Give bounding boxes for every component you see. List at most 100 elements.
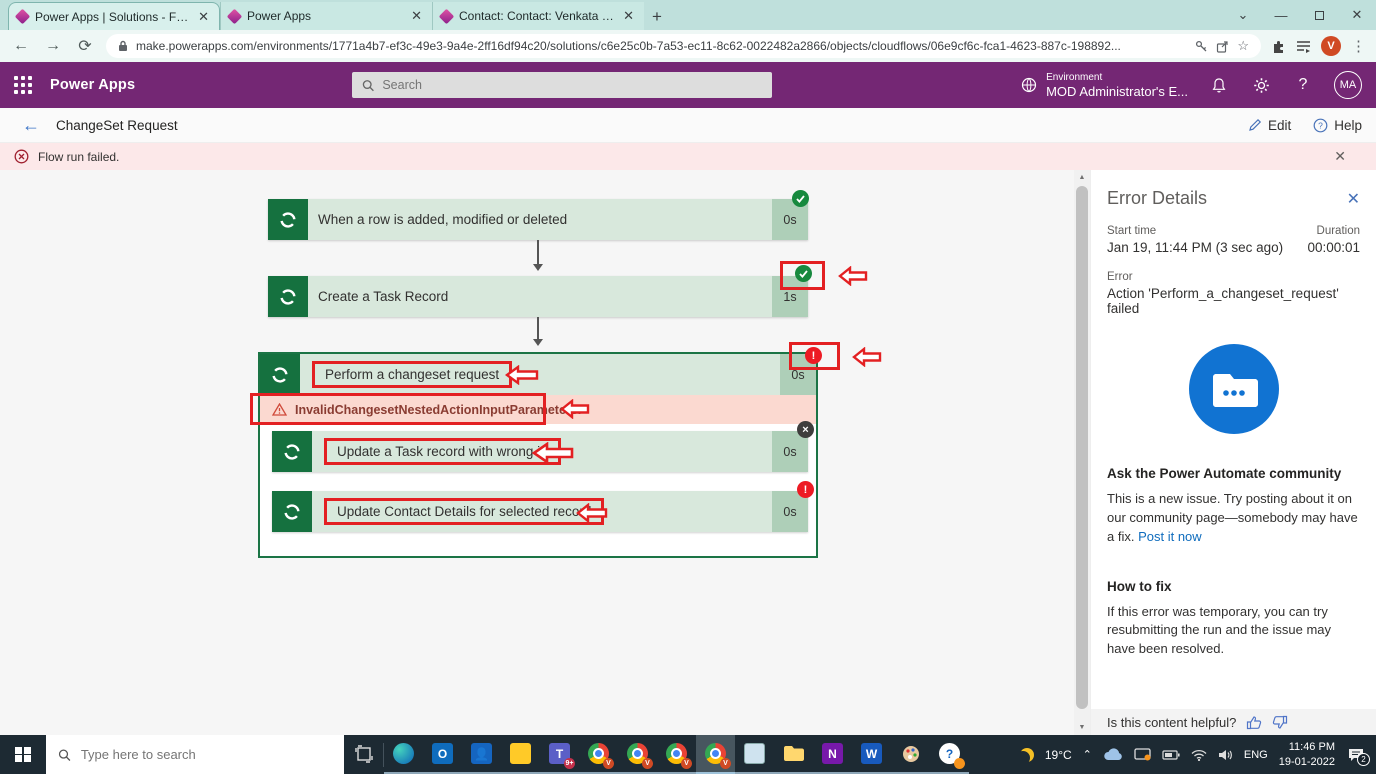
browser-tab-3[interactable]: Contact: Contact: Venkata Subba ✕ — [432, 2, 644, 30]
browser-tab-1[interactable]: Power Apps | Solutions - Flows ✕ — [8, 2, 220, 30]
chrome-icon-active[interactable]: V — [696, 735, 735, 774]
environment-label: Environment — [1046, 71, 1103, 83]
new-tab-button[interactable]: + — [652, 7, 662, 26]
node-title: When a row is added, modified or deleted — [318, 212, 568, 227]
weather-moon-icon[interactable] — [1020, 748, 1034, 762]
scrollbar-up-arrow[interactable]: ▲ — [1078, 174, 1086, 181]
battery-icon[interactable] — [1162, 749, 1180, 760]
media-playlist-icon[interactable] — [1296, 40, 1311, 53]
notifications-bell-icon[interactable] — [1208, 77, 1230, 94]
people-icon[interactable]: 👤 — [462, 735, 501, 774]
help-button[interactable]: ? Help — [1313, 118, 1362, 133]
environment-globe-icon — [1021, 77, 1037, 93]
sticky-notes-icon[interactable] — [501, 735, 540, 774]
help-question-icon[interactable]: ? — [1298, 76, 1308, 93]
word-icon[interactable]: W — [852, 735, 891, 774]
panel-close-icon[interactable]: ✕ — [1346, 190, 1360, 208]
get-help-icon[interactable]: ? — [930, 735, 969, 774]
url-text: make.powerapps.com/environments/1771a4b7… — [136, 39, 1121, 53]
browser-tabbar: Power Apps | Solutions - Flows ✕ Power A… — [0, 0, 1376, 30]
volume-icon[interactable] — [1218, 749, 1233, 761]
panel-title: Error Details — [1107, 188, 1208, 208]
flow-failed-banner: Flow run failed. ✕ — [0, 143, 1376, 170]
back-arrow-icon[interactable]: ← — [22, 114, 40, 135]
start-button[interactable] — [0, 735, 46, 774]
app-search-box[interactable] — [352, 72, 772, 98]
notepad-icon[interactable] — [735, 735, 774, 774]
extensions-puzzle-icon[interactable] — [1271, 39, 1286, 54]
node-duration: 0s — [772, 431, 808, 472]
scrollbar-thumb[interactable] — [1076, 186, 1088, 709]
tab-close-icon[interactable]: ✕ — [411, 8, 422, 23]
app-search-input[interactable] — [382, 78, 762, 92]
annotation-box — [250, 393, 546, 425]
address-bar[interactable]: make.powerapps.com/environments/1771a4b7… — [106, 34, 1261, 58]
annotation-arrow-icon — [532, 442, 574, 464]
edge-icon[interactable] — [384, 735, 423, 774]
warning-triangle-icon — [272, 403, 287, 416]
scrollbar-down-arrow[interactable]: ▼ — [1078, 724, 1086, 731]
chrome-icon-2[interactable]: V — [618, 735, 657, 774]
taskbar-search-input[interactable] — [80, 747, 332, 762]
node-duration: 0s — [772, 491, 808, 532]
chrome-icon-3[interactable]: V — [657, 735, 696, 774]
app-brand: Power Apps — [50, 77, 136, 93]
annotation-arrow-icon — [852, 347, 882, 367]
forward-button[interactable]: → — [45, 37, 61, 54]
outlook-icon[interactable]: O — [423, 735, 462, 774]
wireless-display-icon[interactable] — [1134, 748, 1151, 761]
tab-search-chevron-icon[interactable]: ⌄ — [1237, 7, 1249, 22]
annotation-arrow-icon — [560, 399, 590, 419]
canvas-scrollbar[interactable]: ▲ ▼ — [1074, 170, 1090, 735]
chrome-icon-1[interactable]: V — [579, 735, 618, 774]
back-button[interactable]: ← — [13, 37, 29, 54]
dataverse-icon — [268, 276, 308, 317]
environment-picker[interactable]: Environment MOD Administrator's E... — [1020, 72, 1188, 99]
browser-tab-2[interactable]: Power Apps ✕ — [220, 2, 432, 30]
bookmark-star-icon[interactable]: ☆ — [1237, 38, 1249, 53]
password-key-icon[interactable] — [1195, 40, 1208, 53]
taskbar-search-box[interactable] — [46, 735, 344, 774]
dataverse-icon — [272, 491, 312, 532]
flow-node-create-task[interactable]: Create a Task Record 1s — [268, 265, 812, 317]
share-icon[interactable] — [1216, 40, 1229, 53]
tab-close-icon[interactable]: ✕ — [623, 8, 634, 23]
paint-icon[interactable] — [891, 735, 930, 774]
action-center-button[interactable]: 2 — [1346, 748, 1370, 766]
waffle-icon[interactable] — [14, 76, 32, 94]
edit-button[interactable]: Edit — [1248, 118, 1291, 133]
window-minimize-button[interactable]: — — [1274, 7, 1288, 23]
onenote-icon[interactable]: N — [813, 735, 852, 774]
file-explorer-folder-icon[interactable] — [774, 735, 813, 774]
tab-title: Power Apps | Solutions - Flows — [35, 9, 190, 24]
task-view-button[interactable] — [344, 735, 383, 774]
thumbs-down-icon[interactable] — [1272, 715, 1288, 730]
thumbs-up-icon[interactable] — [1246, 715, 1262, 730]
banner-close-icon[interactable]: ✕ — [1334, 148, 1346, 164]
scope-error-strip: InvalidChangesetNestedActionInputParamet… — [260, 395, 816, 424]
window-maximize-button[interactable] — [1300, 0, 1338, 30]
wifi-icon[interactable] — [1191, 749, 1207, 761]
temperature[interactable]: 19°C — [1044, 747, 1072, 762]
window-close-button[interactable]: ✕ — [1351, 7, 1363, 22]
feedback-footer: Is this content helpful? — [1091, 709, 1376, 735]
post-it-now-link[interactable]: Post it now — [1138, 528, 1202, 544]
flow-node-trigger[interactable]: When a row is added, modified or deleted… — [268, 190, 809, 240]
account-avatar[interactable]: MA — [1334, 71, 1362, 99]
tray-chevron-icon[interactable]: ⌃ — [1082, 749, 1092, 761]
settings-gear-icon[interactable] — [1250, 77, 1272, 94]
flow-run-header: ← ChangeSet Request Edit ? Help — [0, 108, 1376, 143]
browser-profile-avatar[interactable]: V — [1321, 36, 1341, 56]
flow-node-update-contact[interactable]: Update Contact Details for selected reco… — [272, 481, 814, 532]
annotation-arrow-icon — [576, 503, 608, 523]
browser-menu-kebab-icon[interactable]: ⋮ — [1351, 38, 1366, 55]
changeset-scope[interactable]: Perform a changeset request 0s InvalidCh… — [258, 352, 818, 558]
tab-close-icon[interactable]: ✕ — [198, 8, 209, 24]
onedrive-cloud-icon[interactable] — [1103, 748, 1123, 761]
reload-button[interactable]: ⟳ — [78, 38, 92, 55]
feedback-question: Is this content helpful? — [1107, 714, 1237, 730]
language-indicator[interactable]: ENG — [1243, 748, 1268, 761]
clock[interactable]: 11:46 PM 19-01-2022 — [1279, 740, 1335, 769]
flow-node-update-task[interactable]: Update a Task record with wrong id 0s × — [272, 421, 814, 472]
